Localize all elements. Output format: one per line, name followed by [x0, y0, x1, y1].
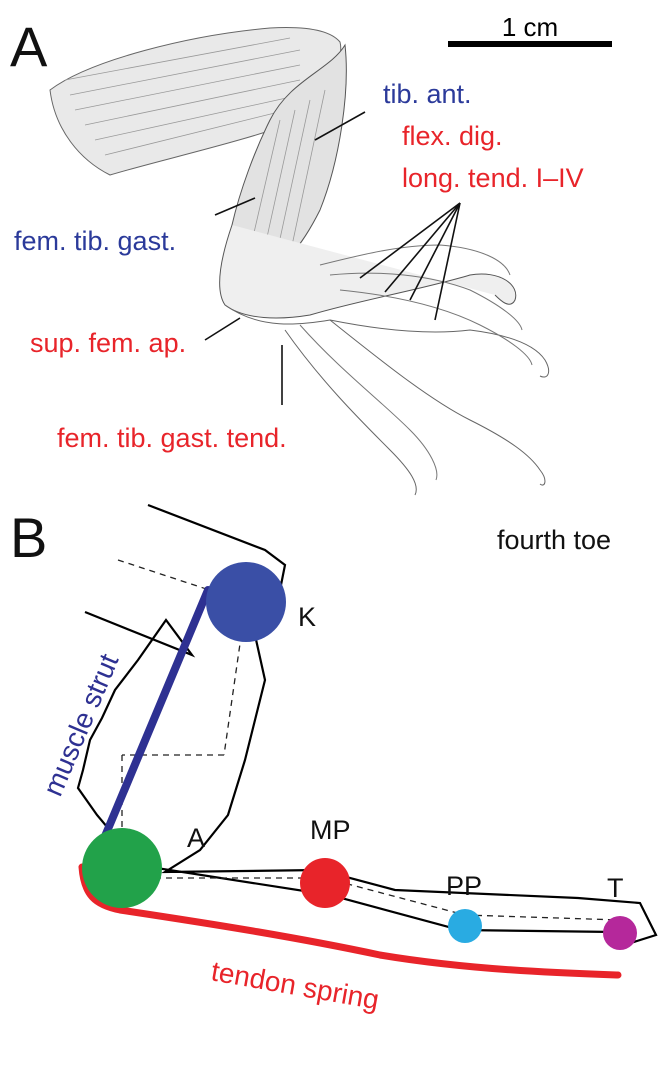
joint-mp-label: MP — [310, 815, 351, 845]
label-long-tend: long. tend. I–IV — [402, 163, 584, 193]
joint-pp-circle — [448, 909, 482, 943]
long-tend-leader-3 — [410, 203, 460, 300]
sup-fem-ap-leader — [205, 318, 240, 340]
tendon-spring-curve — [82, 867, 618, 975]
distal-phalanx-dashed — [465, 915, 620, 920]
fourth-toe-label: fourth toe — [497, 525, 611, 555]
joint-a-circle — [82, 828, 162, 908]
panel-b: B fourth toe K A MP PP T muscle — [10, 505, 656, 1015]
long-tend-leader-1 — [360, 203, 460, 278]
panel-a-letter: A — [10, 15, 48, 78]
long-tend-leader-4 — [435, 203, 460, 320]
joint-k-label: K — [298, 602, 316, 632]
joint-t-label: T — [607, 873, 624, 903]
label-fem-tib-gast-tend: fem. tib. gast. tend. — [57, 423, 287, 453]
joint-t-circle — [603, 916, 637, 950]
scale-bar-label: 1 cm — [502, 12, 558, 42]
panel-b-letter: B — [10, 506, 47, 569]
label-fem-tib-gast: fem. tib. gast. — [14, 226, 176, 256]
joint-k-circle — [206, 562, 286, 642]
joint-pp-label: PP — [446, 871, 482, 901]
joint-mp-circle — [300, 858, 350, 908]
label-flex-dig: flex. dig. — [402, 121, 503, 151]
label-tib-ant: tib. ant. — [383, 79, 472, 109]
limb-outline — [78, 505, 656, 947]
tendon-spring-label: tendon spring — [209, 955, 381, 1015]
skeleton-lines — [118, 560, 620, 920]
joint-a-label: A — [187, 823, 205, 853]
label-sup-fem-ap: sup. fem. ap. — [30, 328, 186, 358]
panel-a: A 1 cm — [10, 12, 612, 495]
